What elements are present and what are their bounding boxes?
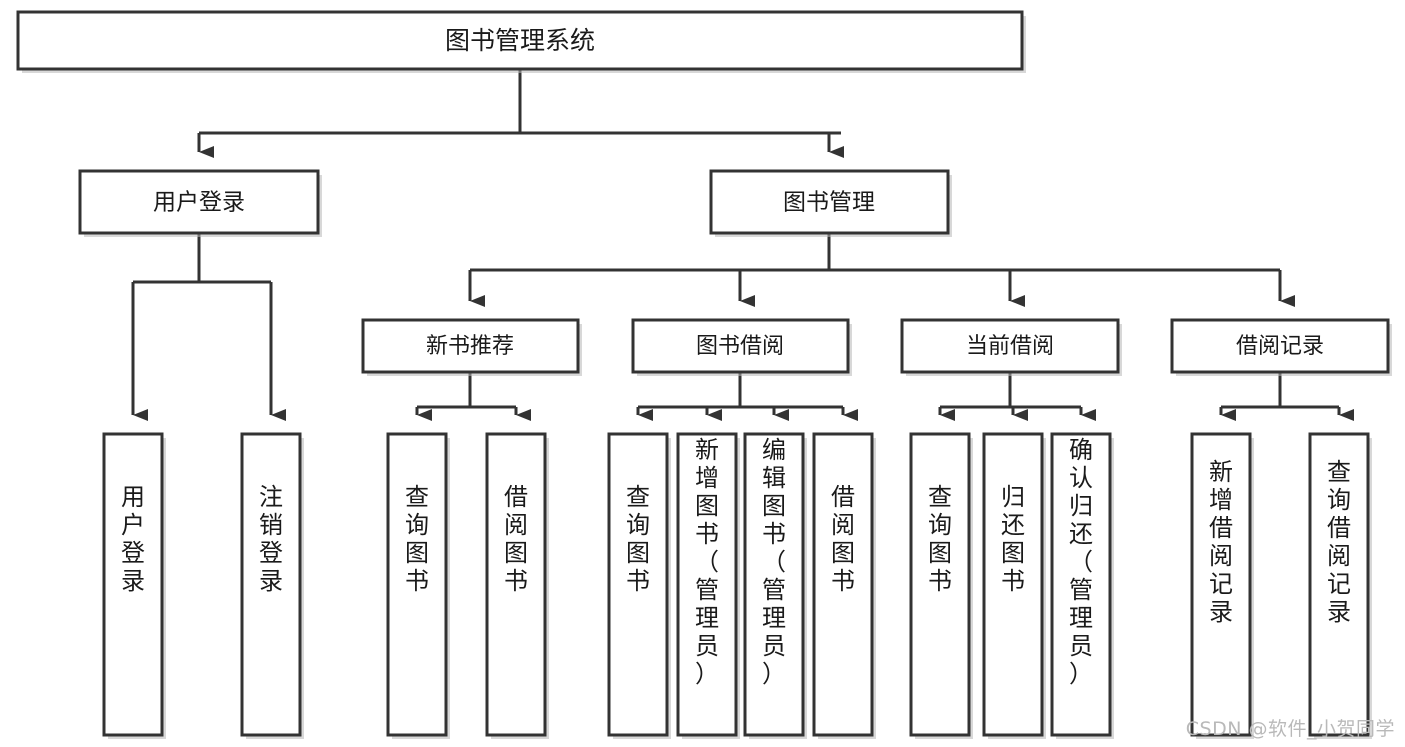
leaf-user-login-1-label: 用户登录	[121, 483, 145, 595]
leaf-current-borrow-2-box[interactable]	[982, 432, 1044, 737]
node-current-borrow-label: 当前借阅	[966, 334, 1054, 359]
leaf-new-book-2-box[interactable]	[485, 432, 547, 737]
leaf-book-borrow-3-box[interactable]	[743, 432, 805, 737]
leaf-user-login-1[interactable]: 用户登录	[102, 432, 166, 739]
node-new-book-recommend[interactable]: 新书推荐	[361, 318, 582, 376]
node-book-management[interactable]: 图书管理	[709, 169, 952, 237]
leaf-user-login-2[interactable]: 注销登录	[240, 432, 304, 739]
leaf-new-book-2[interactable]: 借阅图书	[485, 432, 549, 739]
node-borrow-record-box[interactable]	[1170, 318, 1390, 374]
leaf-user-login-1-box[interactable]	[102, 432, 164, 737]
leaf-book-borrow-1[interactable]: 查询图书	[607, 432, 671, 739]
leaf-new-book-1-label: 查询图书	[405, 483, 429, 595]
leaf-current-borrow-3-box[interactable]	[1050, 432, 1112, 737]
connector-layer	[131, 69, 1354, 421]
node-new-book-recommend-box[interactable]	[361, 318, 580, 374]
leaf-book-borrow-4[interactable]: 借阅图书	[812, 432, 876, 739]
leaf-user-login-2-box[interactable]	[240, 432, 302, 737]
leaf-current-borrow-3[interactable]: 确认归还（管理员）	[1050, 432, 1114, 739]
node-user-login-label: 用户登录	[153, 190, 245, 216]
node-borrow-record[interactable]: 借阅记录	[1170, 318, 1392, 376]
node-root-box[interactable]	[16, 10, 1024, 71]
node-current-borrow-box[interactable]	[900, 318, 1120, 374]
node-book-management-label: 图书管理	[783, 190, 875, 216]
leaf-borrow-record-1-label: 新增借阅记录	[1209, 458, 1233, 626]
node-book-borrow-box[interactable]	[631, 318, 850, 374]
leaf-current-borrow-2[interactable]: 归还图书	[982, 432, 1046, 739]
node-book-management-box[interactable]	[709, 169, 950, 235]
node-new-book-recommend-label: 新书推荐	[426, 334, 514, 359]
leaf-borrow-record-1-box[interactable]	[1190, 432, 1252, 737]
leaf-book-borrow-1-label: 查询图书	[626, 483, 650, 595]
leaf-book-borrow-1-box[interactable]	[607, 432, 669, 737]
leaf-book-borrow-4-label: 借阅图书	[831, 483, 855, 595]
leaf-book-borrow-2-label: 新增图书（管理员）	[695, 436, 719, 688]
leaf-borrow-record-2-box[interactable]	[1308, 432, 1370, 737]
leaf-new-book-1[interactable]: 查询图书	[386, 432, 450, 739]
node-user-login-box[interactable]	[78, 169, 320, 235]
leaf-borrow-record-2-label: 查询借阅记录	[1327, 458, 1351, 626]
leaf-user-login-2-label: 注销登录	[259, 483, 283, 595]
node-current-borrow[interactable]: 当前借阅	[900, 318, 1122, 376]
leaf-book-borrow-3[interactable]: 编辑图书（管理员）	[743, 432, 807, 739]
leaf-new-book-2-label: 借阅图书	[504, 483, 528, 595]
node-book-borrow-label: 图书借阅	[696, 334, 784, 359]
leaf-book-borrow-2-box[interactable]	[676, 432, 738, 737]
leaf-book-borrow-3-label: 编辑图书（管理员）	[762, 436, 786, 688]
leaf-book-borrow-2[interactable]: 新增图书（管理员）	[676, 432, 740, 739]
node-user-login[interactable]: 用户登录	[78, 169, 322, 237]
leaf-current-borrow-1[interactable]: 查询图书	[909, 432, 973, 739]
leaf-current-borrow-3-label: 确认归还（管理员）	[1069, 436, 1093, 688]
leaf-current-borrow-2-label: 归还图书	[1001, 483, 1025, 595]
node-book-borrow[interactable]: 图书借阅	[631, 318, 852, 376]
leaf-borrow-record-1[interactable]: 新增借阅记录	[1190, 432, 1254, 739]
leaf-current-borrow-1-label: 查询图书	[928, 483, 952, 595]
leaf-book-borrow-4-box[interactable]	[812, 432, 874, 737]
leaf-current-borrow-1-box[interactable]	[909, 432, 971, 737]
leaf-new-book-1-box[interactable]	[386, 432, 448, 737]
leaf-borrow-record-2[interactable]: 查询借阅记录	[1308, 432, 1372, 739]
node-root[interactable]: 图书管理系统	[16, 10, 1026, 73]
node-borrow-record-label: 借阅记录	[1236, 334, 1324, 359]
node-root-label: 图书管理系统	[445, 26, 595, 55]
